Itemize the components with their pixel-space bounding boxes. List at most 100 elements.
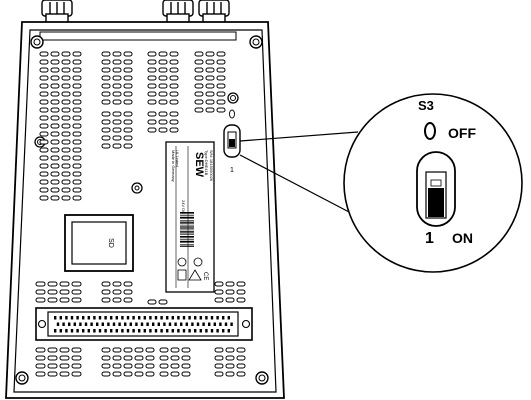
- cooling-slot: [123, 289, 133, 295]
- cooling-slot: [59, 281, 70, 287]
- cooling-slot: [112, 135, 122, 141]
- cooling-slot: [101, 59, 111, 65]
- cooling-slot: [50, 67, 60, 73]
- cooling-slot: [101, 371, 111, 377]
- cooling-slot: [50, 91, 60, 97]
- cooling-slot: [101, 289, 111, 295]
- connector-pin: [54, 329, 57, 333]
- cooling-slot: [225, 297, 235, 303]
- cooling-slot: [181, 355, 191, 361]
- on-label: ON: [452, 230, 473, 246]
- connector-pin: [62, 322, 65, 326]
- cooling-slot: [50, 147, 60, 153]
- cooling-slot: [112, 111, 122, 117]
- connector-pin: [163, 322, 166, 326]
- cooling-slot: [112, 281, 122, 287]
- cooling-slot: [158, 299, 168, 305]
- cooling-slot: [205, 67, 215, 73]
- cooling-slot: [50, 139, 60, 145]
- cooling-slot: [50, 131, 60, 137]
- cooling-slot: [50, 99, 60, 105]
- barcode-bar: [180, 220, 194, 221]
- connector-pin: [160, 329, 163, 333]
- cooling-slot: [147, 75, 157, 81]
- connector-pin: [166, 316, 169, 320]
- cooling-slot: [39, 187, 49, 193]
- connector-pin: [180, 322, 183, 326]
- cooling-slot: [216, 59, 226, 65]
- cooling-slot: [170, 355, 180, 361]
- connector-pin: [194, 329, 197, 333]
- cooling-slot: [159, 347, 169, 353]
- cooling-slot: [112, 347, 122, 353]
- barcode-bar: [180, 236, 194, 238]
- cooling-slot: [123, 143, 133, 149]
- cooling-slot: [169, 91, 179, 97]
- cooling-slot: [112, 119, 122, 125]
- dip-switch-s3-on-device[interactable]: [223, 124, 241, 158]
- connector-pin: [104, 329, 107, 333]
- on-symbol: 1: [425, 230, 434, 247]
- cooling-slot: [61, 131, 71, 137]
- barcode-bar: [180, 244, 194, 245]
- dip-switch-s3-enlarged[interactable]: [416, 151, 456, 227]
- connector-pin: [59, 329, 62, 333]
- cooling-slot: [72, 131, 82, 137]
- cooling-slot: [101, 91, 111, 97]
- connector-pin: [132, 316, 135, 320]
- cooling-slot: [123, 363, 133, 369]
- cooling-slot: [194, 107, 204, 113]
- cooling-slot: [39, 123, 49, 129]
- cooling-slot: [181, 347, 191, 353]
- connector-pin: [210, 316, 214, 320]
- connector-pin: [222, 316, 225, 320]
- cooling-slot: [236, 355, 246, 361]
- cooling-slot: [47, 289, 58, 295]
- ul-mark-icon: [177, 257, 187, 267]
- nameplate-line-3: Made in Germany: [171, 150, 176, 182]
- screw-bottom-right: [255, 371, 269, 385]
- connector-pin: [149, 329, 152, 333]
- barcode-bar: [180, 240, 194, 242]
- connector-pin: [98, 316, 102, 320]
- cooling-slot: [61, 123, 71, 129]
- barcode-bar: [180, 239, 194, 240]
- connector-pin: [185, 322, 188, 326]
- cooling-slot: [50, 155, 60, 161]
- cooling-slot: [158, 51, 168, 57]
- connector-pin: [115, 316, 118, 320]
- cooling-slot: [50, 187, 60, 193]
- cooling-slot: [123, 99, 133, 105]
- connector-pin: [110, 329, 113, 333]
- cooling-slot: [61, 147, 71, 153]
- cooling-slot: [147, 67, 157, 73]
- cooling-slot: [61, 59, 71, 65]
- connector-pin: [166, 329, 169, 333]
- connector-pin: [138, 316, 141, 320]
- cooling-slot: [169, 119, 179, 125]
- cooling-slot: [158, 67, 168, 73]
- cooling-slot: [170, 363, 180, 369]
- cooling-slot: [147, 127, 157, 133]
- bottom-connector: [35, 307, 253, 341]
- cooling-slot: [47, 281, 58, 287]
- connector-pin: [121, 316, 124, 320]
- cooling-slot: [61, 67, 71, 73]
- connector-pin: [157, 322, 160, 326]
- connector-pin: [224, 322, 228, 326]
- cooling-slot: [112, 363, 122, 369]
- cooling-slot: [101, 135, 111, 141]
- cooling-slot: [123, 59, 133, 65]
- cooling-slot: [39, 155, 49, 161]
- cooling-slot: [39, 59, 49, 65]
- cooling-slot: [72, 99, 82, 105]
- cooling-slot: [39, 51, 49, 57]
- cooling-slot: [236, 289, 246, 295]
- nameplate-line-4: 24V DC: [181, 200, 186, 214]
- barcode-bar: [180, 228, 194, 229]
- screw-top-right: [249, 35, 263, 49]
- connector-pin: [230, 322, 233, 326]
- connector-pin: [191, 322, 194, 326]
- cooling-slot: [35, 347, 46, 353]
- cooling-slot: [39, 139, 49, 145]
